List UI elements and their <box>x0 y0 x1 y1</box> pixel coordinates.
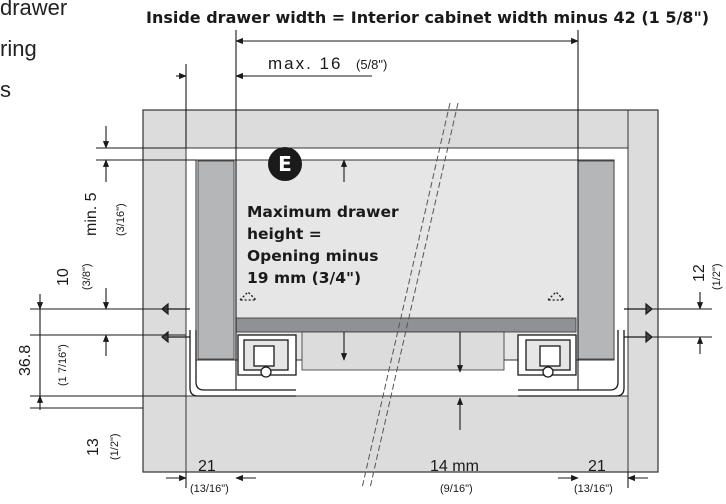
dim-left-21-fraction: (13/16") <box>190 483 229 495</box>
dim-center-14-fraction: (9/16") <box>440 483 473 495</box>
max-16-label: max. 16 <box>268 54 343 73</box>
dim-36-8-fraction: (1 7/16") <box>57 344 69 386</box>
dim-13-fraction: (1/2") <box>109 433 121 460</box>
bottom-dimensions <box>166 472 648 488</box>
side-text-line-3: s <box>0 77 11 102</box>
top-dimensions <box>176 30 579 390</box>
max-height-line-3: Opening minus <box>247 247 379 265</box>
height-arrows <box>340 159 464 430</box>
runner-right <box>517 291 625 397</box>
dim-min-5: min. 5 <box>83 192 100 236</box>
max-height-line-1: Maximum drawer <box>247 203 399 221</box>
dim-10-fraction: (3/8") <box>81 263 93 290</box>
dim-left-21: 21 <box>198 458 216 475</box>
dim-13: 13 <box>85 438 102 456</box>
dim-center-14: 14 mm <box>430 458 479 475</box>
side-text-line-1: drawer <box>0 0 68 20</box>
right-dimensions <box>652 292 712 354</box>
dim-min-5-fraction: (3/16") <box>115 203 127 236</box>
drawer-box <box>195 159 615 371</box>
dim-10: 10 <box>55 268 72 286</box>
max-height-line-2: height = <box>247 225 322 243</box>
dim-right-21: 21 <box>588 458 606 475</box>
max-16-fraction: (5/8") <box>356 57 388 72</box>
dim-right-21-fraction: (13/16") <box>574 483 613 495</box>
max-height-note: Maximum drawer height = Opening minus 19… <box>247 201 399 289</box>
e-badge: E <box>268 147 302 181</box>
break-line <box>361 102 459 489</box>
side-text-line-2: ring <box>0 36 37 61</box>
dim-12-fraction: (1/2") <box>711 263 723 290</box>
left-dimensions <box>30 126 196 410</box>
diagram-title: Inside drawer width = Interior cabinet w… <box>146 8 710 27</box>
dim-36-8: 36.8 <box>17 344 34 376</box>
runner-left <box>189 291 297 397</box>
max-height-line-4: 19 mm (3/4") <box>247 269 362 287</box>
dim-12: 12 <box>691 264 708 282</box>
